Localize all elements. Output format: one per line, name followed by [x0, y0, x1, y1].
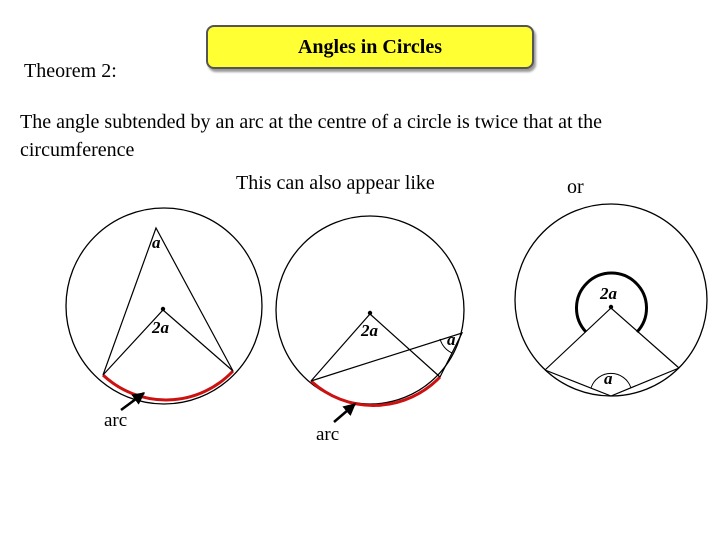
- figure-1: a 2a arc: [65, 207, 263, 431]
- centre-angle-label-1: 2a: [151, 318, 170, 337]
- arc-label-2: arc: [316, 424, 339, 445]
- centre-dot-3: [608, 304, 614, 310]
- figure-3: 2a a: [514, 203, 708, 397]
- theorem-label: Theorem 2:: [24, 60, 117, 82]
- circumference-angle-label-1: a: [152, 233, 161, 252]
- centre-dot-2: [367, 310, 373, 316]
- reflex-angle-arc-3: [575, 271, 648, 334]
- arc-arrow-1: [120, 391, 146, 412]
- theorem-statement: The angle subtended by an arc at the cen…: [20, 111, 602, 161]
- centre-angle-label-3: 2a: [599, 284, 618, 303]
- circumference-lines-3: [544, 367, 680, 397]
- circle-2: [275, 215, 465, 405]
- arc-highlight-1: [101, 369, 235, 402]
- or-text: or: [567, 176, 584, 198]
- angle-lines-3: [544, 307, 680, 371]
- circle-1: [65, 207, 263, 405]
- title-banner: Angles in Circles: [206, 25, 534, 69]
- centre-angle-label-2: 2a: [360, 321, 379, 340]
- circumference-angle-arc-3: [590, 372, 632, 389]
- arc-highlight-2: [309, 375, 442, 407]
- angle-lines-1: [102, 226, 234, 376]
- arc-label-1: arc: [104, 410, 127, 431]
- circumference-angle-arc-2: [439, 338, 453, 354]
- circumference-angle-label-3: a: [604, 369, 613, 388]
- page-title: Angles in Circles: [297, 36, 443, 58]
- circumference-angle-label-2: a: [447, 330, 456, 349]
- centre-dot-1: [160, 306, 166, 312]
- also-appear-text: This can also appear like: [236, 172, 435, 194]
- arc-arrow-2: [333, 403, 356, 423]
- angle-lines-2: [310, 331, 464, 382]
- figure-2: a 2a arc: [275, 215, 465, 445]
